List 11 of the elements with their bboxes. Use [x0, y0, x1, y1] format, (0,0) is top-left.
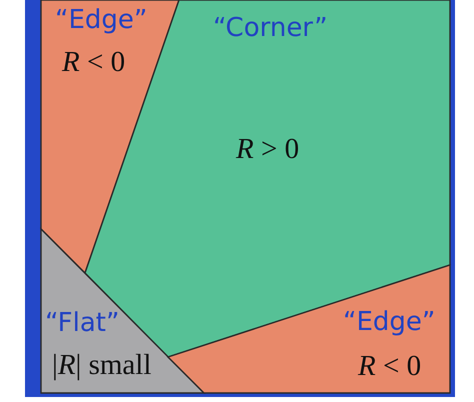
region-label: “Edge”: [55, 7, 148, 33]
region-label: “Corner”: [213, 15, 328, 41]
flat-region: [41, 229, 204, 393]
formula-text: R > 0: [236, 135, 300, 164]
edge-region: [41, 0, 179, 273]
edge-region: [168, 265, 450, 393]
region-label: “Flat”: [45, 310, 120, 336]
formula-text: R < 0: [358, 352, 422, 381]
formula-text: R < 0: [62, 48, 126, 77]
region-label: “Edge”: [343, 309, 436, 335]
formula-text: |R| small: [52, 351, 152, 380]
